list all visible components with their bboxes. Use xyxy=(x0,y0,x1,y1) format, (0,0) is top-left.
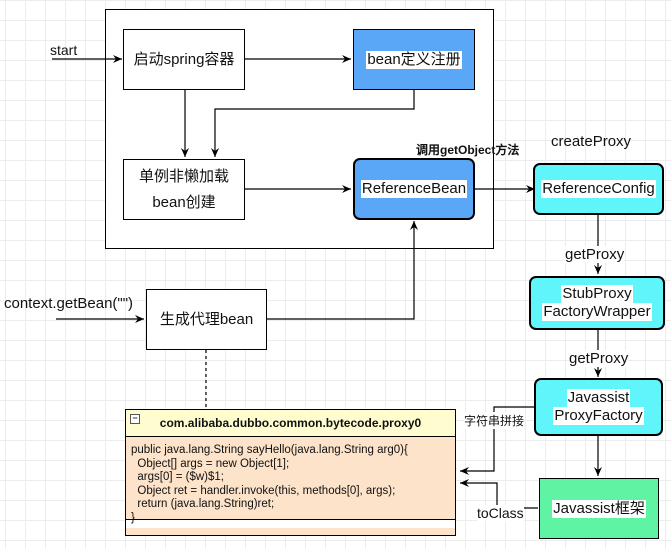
reference-config-node[interactable]: ReferenceConfig xyxy=(533,163,664,215)
javassist-framework-label: Javassist框架 xyxy=(552,499,646,518)
bean-def-register-node[interactable]: bean定义注册 xyxy=(353,29,475,90)
create-proxy-label: createProxy xyxy=(551,133,632,150)
javassist-proxy-factory-line1: Javassist xyxy=(566,389,631,407)
reference-bean-node[interactable]: ReferenceBean xyxy=(353,158,475,220)
edge-proxybean-to-refbean xyxy=(266,221,418,320)
javassist-proxy-factory-line2: ProxyFactory xyxy=(553,407,644,425)
get-proxy-label-2: getProxy xyxy=(569,350,629,367)
proxy-class-box[interactable]: − com.alibaba.dubbo.common.bytecode.prox… xyxy=(125,409,456,536)
singleton-load-line2: bean创建 xyxy=(152,193,216,211)
generate-proxy-bean-label: 生成代理bean xyxy=(159,310,254,328)
javassist-proxy-factory-node[interactable]: Javassist ProxyFactory xyxy=(534,378,663,436)
start-spring-label: 启动spring容器 xyxy=(133,50,235,68)
start-label: start xyxy=(50,42,78,58)
javassist-framework-node[interactable]: Javassist框架 xyxy=(539,478,659,539)
reference-config-label: ReferenceConfig xyxy=(541,180,656,198)
singleton-load-node[interactable]: 单例非懒加载 bean创建 xyxy=(123,159,245,220)
edge-register-to-singleton xyxy=(211,89,415,157)
to-class-label: toClass xyxy=(477,505,524,521)
get-bean-label: context.getBean("") xyxy=(4,295,134,312)
proxy-class-footer xyxy=(126,519,455,528)
stub-proxy-node[interactable]: StubProxy FactoryWrapper xyxy=(529,276,665,330)
proxy-class-code: public java.lang.String sayHello(java.la… xyxy=(131,444,408,524)
edge-javassistpf-to-class xyxy=(460,406,534,475)
call-get-object-label: 调用getObject方法 xyxy=(416,143,520,157)
bean-def-register-label: bean定义注册 xyxy=(366,50,462,69)
start-spring-node[interactable]: 启动spring容器 xyxy=(123,29,245,90)
stub-proxy-line2: FactoryWrapper xyxy=(542,303,652,321)
proxy-class-header: − com.alibaba.dubbo.common.bytecode.prox… xyxy=(126,410,455,437)
collapse-icon[interactable]: − xyxy=(130,414,140,424)
proxy-class-title: com.alibaba.dubbo.common.bytecode.proxy0 xyxy=(159,416,422,430)
get-proxy-label-1: getProxy xyxy=(565,246,625,263)
singleton-load-line1: 单例非懒加载 xyxy=(138,167,229,185)
reference-bean-label: ReferenceBean xyxy=(360,180,468,198)
stub-proxy-line1: StubProxy xyxy=(561,285,633,303)
generate-proxy-bean-node[interactable]: 生成代理bean xyxy=(146,289,267,350)
string-concat-label: 字符串拼接 xyxy=(464,412,525,429)
